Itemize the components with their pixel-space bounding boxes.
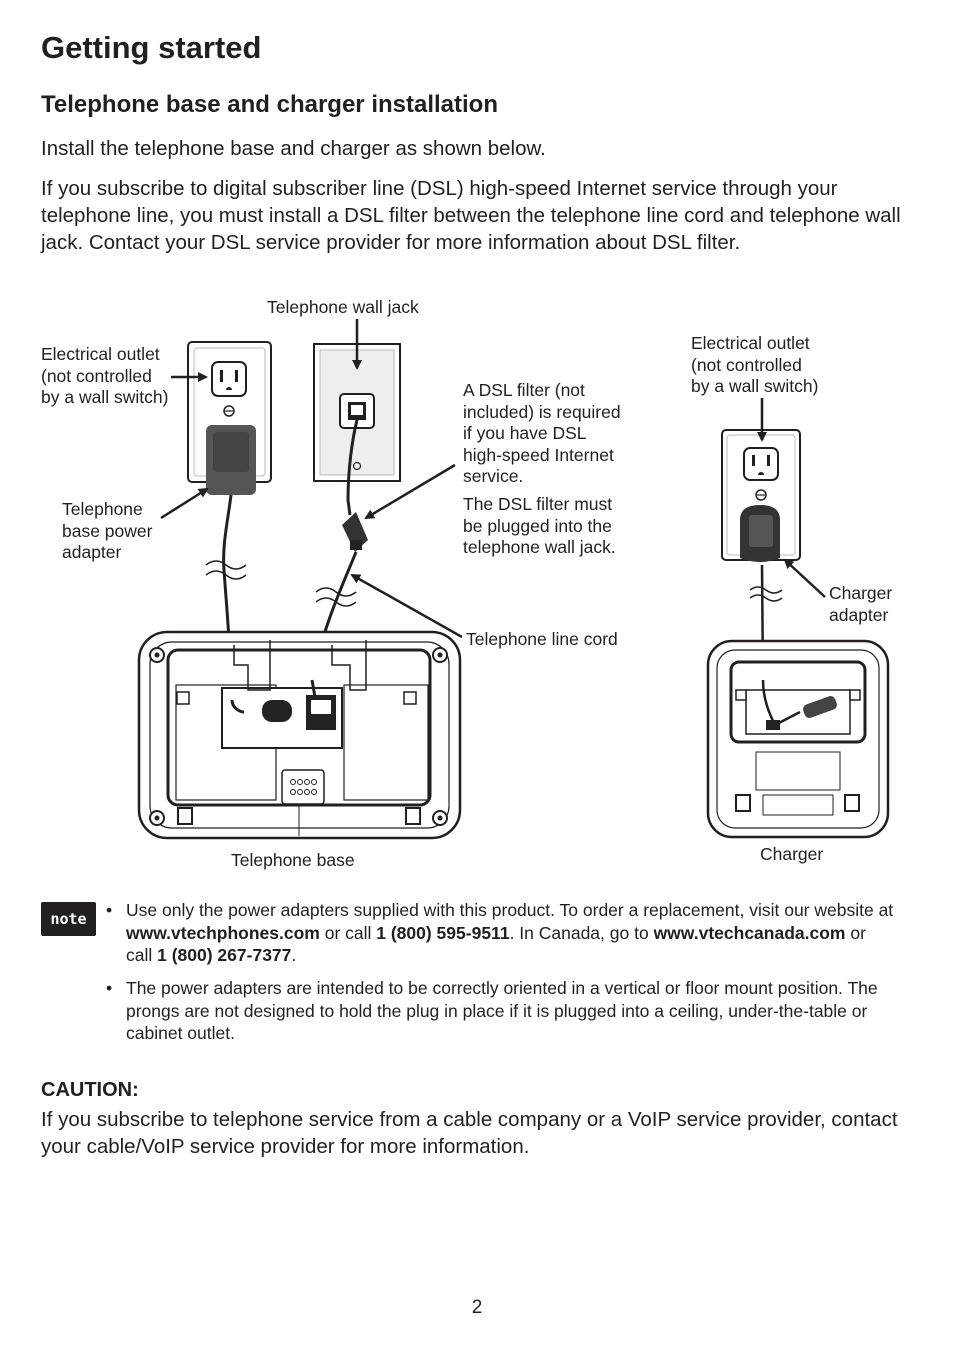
- wall-jack-icon: [313, 343, 401, 482]
- note-text: The power adapters are intended to be co…: [126, 978, 878, 1043]
- outlet-right-label: Electrical outlet (not controlled by a w…: [691, 333, 819, 396]
- line-cord-label: Telephone line cord: [466, 629, 618, 649]
- note-bullet-1: • Use only the power adapters supplied w…: [106, 899, 896, 967]
- note-text: . In Canada, go to: [509, 922, 654, 943]
- dsl-paragraph: If you subscribe to digital subscriber l…: [41, 177, 901, 254]
- base-adapter-label: Telephone base power adapter: [62, 499, 153, 562]
- intro-text: Install the telephone base and charger a…: [41, 137, 546, 160]
- canada-phone-number: 1 (800) 267-7377: [157, 945, 292, 965]
- note-text: or call: [126, 922, 866, 966]
- dsl-filter-label: A DSL filter (not included) is required …: [463, 380, 621, 486]
- base-caption: Telephone base: [231, 850, 355, 870]
- installation-diagram: [137, 319, 890, 840]
- vtechphones-link[interactable]: www.vtechphones.com: [126, 922, 320, 943]
- bullet-dot: •: [106, 900, 113, 920]
- charger-icon: [706, 639, 890, 839]
- left-outlet-icon: [187, 341, 272, 495]
- note-text: or call: [319, 922, 377, 943]
- caution-heading: CAUTION:: [41, 1079, 139, 1101]
- telephone-base-icon: [137, 630, 462, 840]
- outlet-left-label: Electrical outlet (not controlled by a w…: [41, 344, 169, 407]
- wall-jack-label: Telephone wall jack: [267, 297, 419, 317]
- bullet-dot: •: [106, 978, 113, 998]
- vtechcanada-link[interactable]: www.vtechcanada.com: [653, 922, 846, 943]
- right-outlet-icon: [721, 429, 801, 562]
- charger-adapter-label: Charger adapter: [829, 583, 893, 625]
- charger-caption: Charger: [760, 844, 824, 864]
- section-title: Telephone base and charger installation: [41, 91, 498, 118]
- note-bullet-2: • The power adapters are intended to be …: [106, 977, 896, 1045]
- note-text: .: [291, 945, 297, 965]
- caution-text: If you subscribe to telephone service fr…: [41, 1108, 898, 1158]
- page-title: Getting started: [41, 30, 262, 65]
- dsl-filter-icon: [342, 512, 368, 552]
- note-text: Use only the power adapters supplied wit…: [126, 900, 894, 920]
- note-badge: note: [41, 902, 96, 936]
- us-phone-number: 1 (800) 595-9511: [376, 922, 510, 943]
- dsl-filter-note: The DSL filter must be plugged into the …: [463, 494, 616, 557]
- page-number: 2: [471, 1297, 483, 1318]
